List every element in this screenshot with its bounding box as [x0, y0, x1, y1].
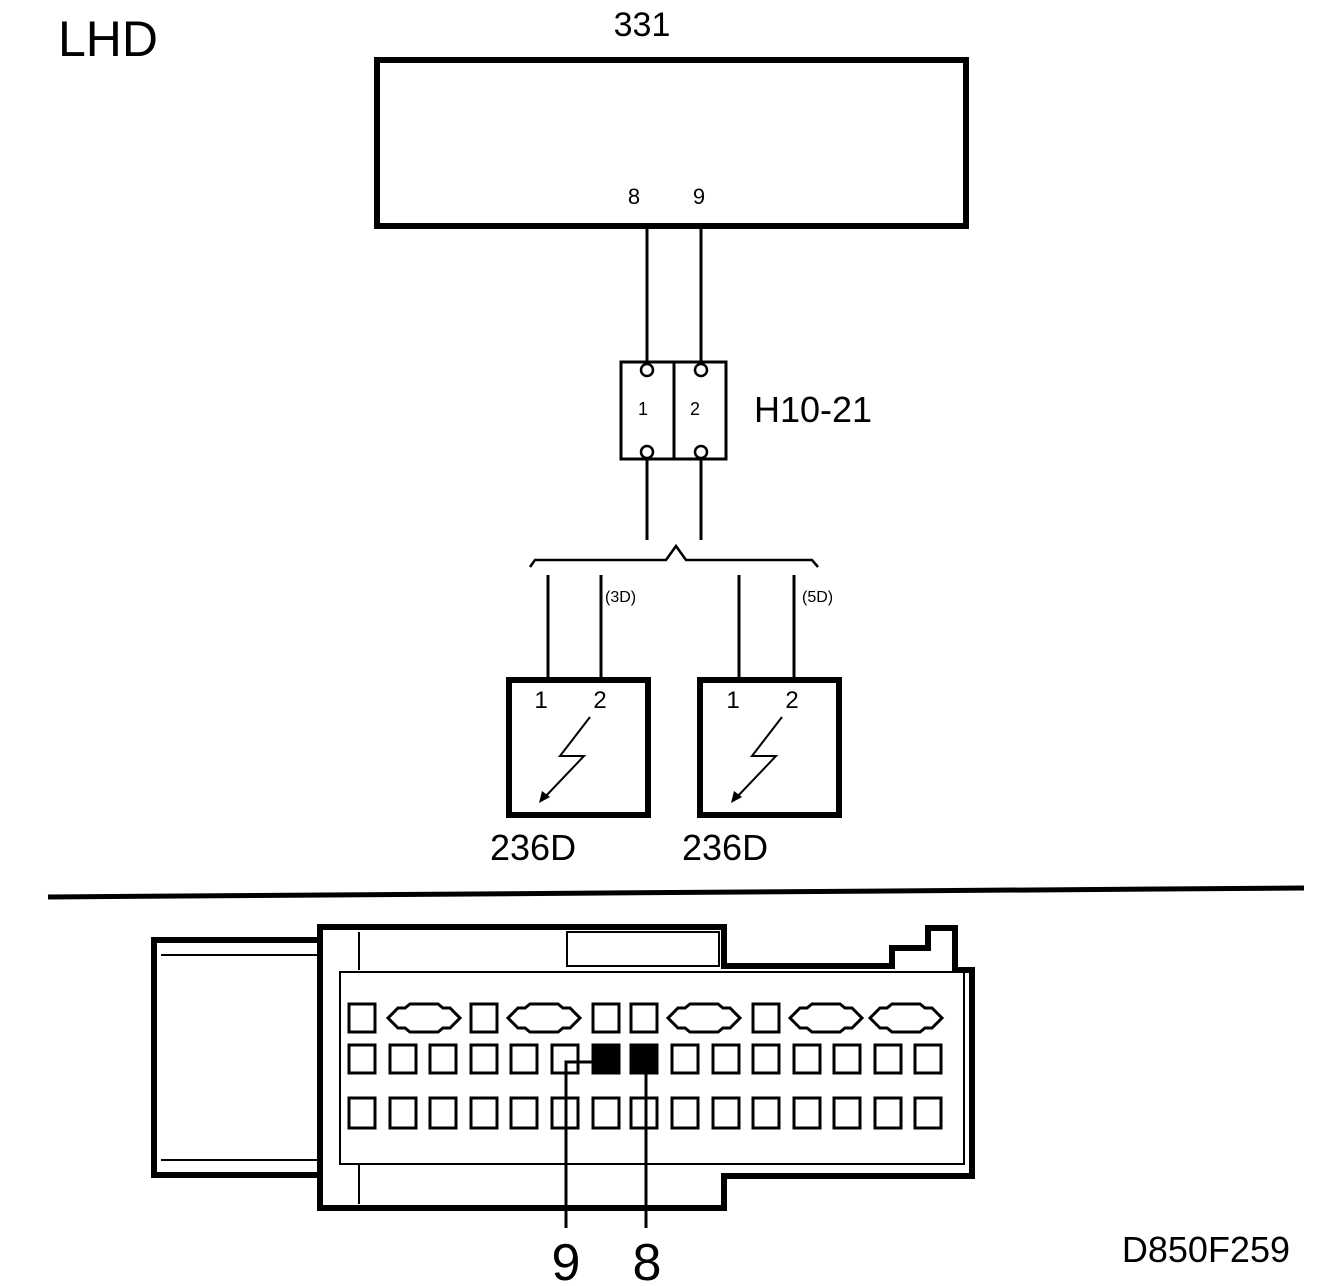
junction-terminal	[639, 444, 655, 460]
cavity	[388, 1096, 418, 1130]
connector-detail	[566, 931, 720, 967]
cavity	[388, 1043, 418, 1075]
module-pin-8-label: 8	[628, 184, 640, 209]
cavity-large	[867, 1002, 945, 1034]
lightning-icon	[735, 716, 783, 799]
connector-body	[317, 924, 975, 1211]
junction-pin-1-label: 1	[638, 399, 648, 419]
component-236d-3d: 1 2 236D	[490, 677, 651, 868]
junction-terminal	[693, 362, 709, 378]
component-pin-1-label: 1	[726, 687, 739, 714]
cavity	[591, 1002, 621, 1034]
connector-latch	[151, 937, 323, 1178]
highlighted-cavity-9	[591, 1043, 621, 1075]
cavity	[591, 1096, 621, 1130]
cavity	[751, 1096, 781, 1130]
cavity	[428, 1096, 458, 1130]
cavity	[428, 1043, 458, 1075]
cavity	[711, 1043, 741, 1075]
variant-label: LHD	[58, 11, 158, 67]
component-pin-2-label: 2	[785, 687, 798, 714]
cavity-large	[385, 1002, 463, 1034]
cavity-row-3	[347, 1096, 943, 1130]
section-divider	[47, 885, 1305, 900]
cavity	[873, 1043, 903, 1075]
variant-3d-label: (3D)	[605, 589, 636, 606]
connector-pin-8-label: 8	[633, 1234, 662, 1286]
junction-h10-21: 1 2 H10-21	[619, 360, 872, 461]
module-label: 331	[614, 6, 671, 44]
component-pin-2-label: 2	[593, 687, 606, 714]
cavity	[832, 1096, 862, 1130]
component-box	[697, 677, 842, 818]
variant-5d-label: (5D)	[802, 589, 833, 606]
junction-terminal	[639, 362, 655, 378]
module-box	[374, 57, 969, 229]
highlighted-cavity-8	[629, 1043, 659, 1075]
component-236d-5d: 1 2 236D	[682, 677, 842, 868]
cavity	[792, 1043, 822, 1075]
cavity	[913, 1043, 943, 1075]
cavity	[347, 1043, 377, 1075]
cavity	[751, 1002, 781, 1034]
component-box	[506, 677, 651, 818]
junction-label: H10-21	[754, 389, 872, 430]
component-label: 236D	[490, 827, 576, 868]
cavity	[792, 1096, 822, 1130]
cavity	[509, 1096, 539, 1130]
cavity	[509, 1043, 539, 1075]
component-pin-1-label: 1	[534, 687, 547, 714]
junction-terminal	[693, 444, 709, 460]
module-331: 331 8 9	[374, 6, 969, 229]
cavity	[629, 1002, 659, 1034]
cavity	[670, 1043, 700, 1075]
cavity	[347, 1096, 377, 1130]
module-pin-9-label: 9	[693, 184, 705, 209]
cavity	[469, 1043, 499, 1075]
cavity-large	[505, 1002, 583, 1034]
connector-face-view: 9 8	[151, 924, 975, 1286]
cavity-large	[665, 1002, 743, 1034]
cavity	[347, 1002, 377, 1034]
cavity	[469, 1096, 499, 1130]
cavity	[751, 1043, 781, 1075]
cavity	[629, 1096, 659, 1130]
cavity	[873, 1096, 903, 1130]
lightning-icon	[543, 716, 591, 799]
cavity	[711, 1096, 741, 1130]
cavity	[469, 1002, 499, 1034]
cavity-large	[787, 1002, 865, 1034]
cavity-row-1	[347, 1002, 945, 1034]
figure-code: D850F259	[1122, 1229, 1290, 1270]
junction-pin-2-label: 2	[690, 399, 700, 419]
connector-cavity-field	[339, 971, 965, 1165]
branch-brace	[528, 543, 819, 568]
cavity	[913, 1096, 943, 1130]
cavity-row-2	[347, 1043, 943, 1075]
component-label: 236D	[682, 827, 768, 868]
arrow-head-icon	[539, 791, 550, 803]
arrow-head-icon	[731, 791, 742, 803]
leader-line-pin-9	[564, 1060, 601, 1228]
cavity	[670, 1096, 700, 1130]
connector-pin-9-label: 9	[552, 1234, 581, 1286]
cavity	[832, 1043, 862, 1075]
